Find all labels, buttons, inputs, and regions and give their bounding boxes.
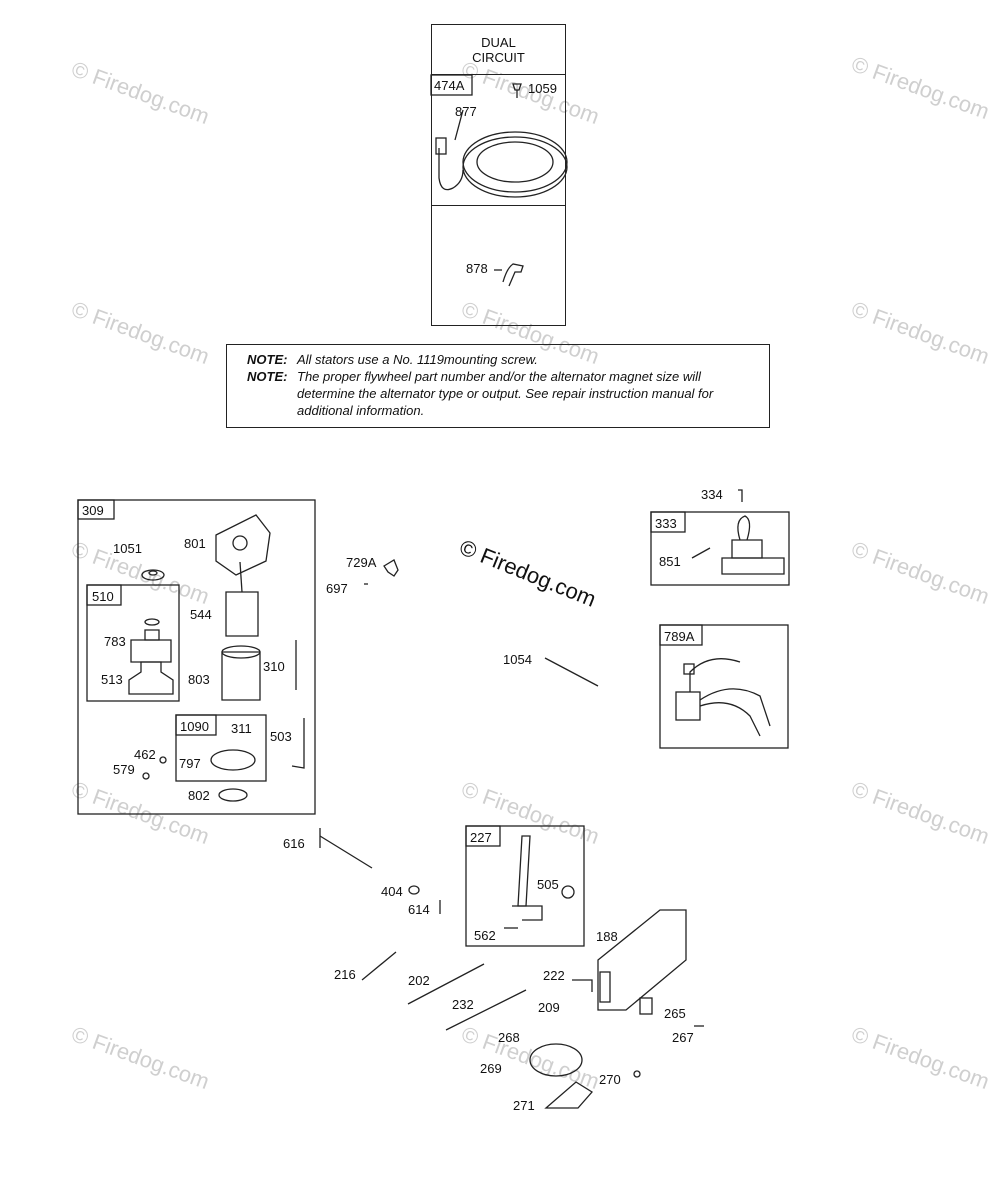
part-label: 505 bbox=[537, 877, 559, 892]
part-label: 268 bbox=[498, 1030, 520, 1045]
part-label: 783 bbox=[104, 634, 126, 649]
part-label: 562 bbox=[474, 928, 496, 943]
connector-878 bbox=[494, 263, 524, 287]
part-label: 579 bbox=[113, 762, 135, 777]
part-label: 803 bbox=[188, 672, 210, 687]
box-510-tag bbox=[86, 584, 122, 606]
note-row: NOTE: All stators use a No. 1119mounting… bbox=[247, 351, 769, 368]
part-label: 729A bbox=[346, 555, 377, 570]
note-key: NOTE: bbox=[247, 369, 288, 384]
part-label: 209 bbox=[538, 1000, 560, 1015]
ignition-module bbox=[691, 489, 785, 575]
box-1090 bbox=[175, 714, 267, 782]
box-510 bbox=[86, 584, 180, 702]
box-333-tag bbox=[650, 511, 686, 533]
part-label: 202 bbox=[408, 973, 430, 988]
bracket-729A bbox=[364, 559, 399, 585]
dual-circuit-title: DUAL CIRCUIT bbox=[432, 25, 565, 75]
part-labels: 1059 877 878 1051 801 544 783 513 803 31… bbox=[101, 81, 723, 1113]
screw-1059 bbox=[512, 83, 522, 98]
part-label: 188 bbox=[596, 929, 618, 944]
watermark: © Firedog.com bbox=[848, 536, 992, 609]
watermark: © Firedog.com bbox=[68, 1021, 212, 1094]
wire-harness bbox=[675, 658, 771, 737]
note-key: NOTE: bbox=[247, 352, 288, 367]
box-227-tag bbox=[465, 825, 501, 847]
part-label: 267 bbox=[672, 1030, 694, 1045]
part-label: 310 bbox=[263, 659, 285, 674]
note-text: The proper flywheel part number and/or t… bbox=[297, 369, 714, 418]
part-label: 503 bbox=[270, 729, 292, 744]
part-label: 797 bbox=[179, 756, 201, 771]
watermark: © Firedog.com bbox=[68, 56, 212, 129]
watermark: © Firedog.com bbox=[848, 776, 992, 849]
dual-circuit-divider bbox=[432, 205, 565, 206]
box-1090-tag bbox=[175, 714, 217, 736]
part-label: 802 bbox=[188, 788, 210, 803]
box-label-309: 309 bbox=[82, 503, 104, 518]
part-label: 216 bbox=[334, 967, 356, 982]
dual-title-line2: CIRCUIT bbox=[472, 50, 525, 65]
part-label: 1059 bbox=[528, 81, 557, 96]
part-label: 877 bbox=[455, 104, 477, 119]
linkage-parts bbox=[319, 828, 704, 1109]
note-text: All stators use a No. 1119mounting screw… bbox=[297, 352, 538, 367]
dual-circuit-panel: DUAL CIRCUIT bbox=[431, 24, 566, 326]
watermark: © Firedog.com bbox=[68, 296, 212, 369]
part-label: 1051 bbox=[113, 541, 142, 556]
watermark: © Firedog.com bbox=[848, 1021, 992, 1094]
governor-lever bbox=[504, 835, 575, 929]
part-label: 222 bbox=[543, 968, 565, 983]
part-label: 462 bbox=[134, 747, 156, 762]
box-label-510: 510 bbox=[92, 589, 114, 604]
part-label: 334 bbox=[701, 487, 723, 502]
box-309 bbox=[77, 499, 316, 815]
box-227 bbox=[465, 825, 585, 947]
center-copyright: © Firedog.com bbox=[456, 534, 599, 611]
part-label: 544 bbox=[190, 607, 212, 622]
box-789A-tag bbox=[659, 624, 703, 646]
box-label-1090: 1090 bbox=[180, 719, 209, 734]
box-333 bbox=[650, 511, 790, 586]
part-label: 878 bbox=[466, 261, 488, 276]
stator-part bbox=[435, 109, 568, 198]
dual-title-line1: DUAL bbox=[481, 35, 516, 50]
box-label-474A: 474A bbox=[434, 78, 465, 93]
part-label: 311 bbox=[231, 721, 252, 736]
part-label: 265 bbox=[664, 1006, 686, 1021]
note-box: NOTE: All stators use a No. 1119mounting… bbox=[226, 344, 770, 428]
part-label: 232 bbox=[452, 997, 474, 1012]
note-row: NOTE: The proper flywheel part number an… bbox=[247, 368, 769, 419]
part-label: 404 bbox=[381, 884, 403, 899]
watermark: © Firedog.com bbox=[848, 296, 992, 369]
starter-parts bbox=[128, 514, 305, 802]
part-label: 616 bbox=[283, 836, 305, 851]
box-label-789A: 789A bbox=[664, 629, 695, 644]
part-label: 271 bbox=[513, 1098, 535, 1113]
part-label: 1054 bbox=[503, 652, 532, 667]
box-label-227: 227 bbox=[470, 830, 492, 845]
part-label: 270 bbox=[599, 1072, 621, 1087]
watermark: © Firedog.com bbox=[848, 51, 992, 124]
part-label: 269 bbox=[480, 1061, 502, 1076]
box-label-333: 333 bbox=[655, 516, 677, 531]
part-label: 801 bbox=[184, 536, 206, 551]
part-label: 614 bbox=[408, 902, 430, 917]
part-label: 513 bbox=[101, 672, 123, 687]
box-309-tag bbox=[77, 499, 115, 520]
part-label: 851 bbox=[659, 554, 681, 569]
part-label: 697 bbox=[326, 581, 348, 596]
wire-1054 bbox=[544, 657, 599, 687]
box-789A bbox=[659, 624, 789, 749]
